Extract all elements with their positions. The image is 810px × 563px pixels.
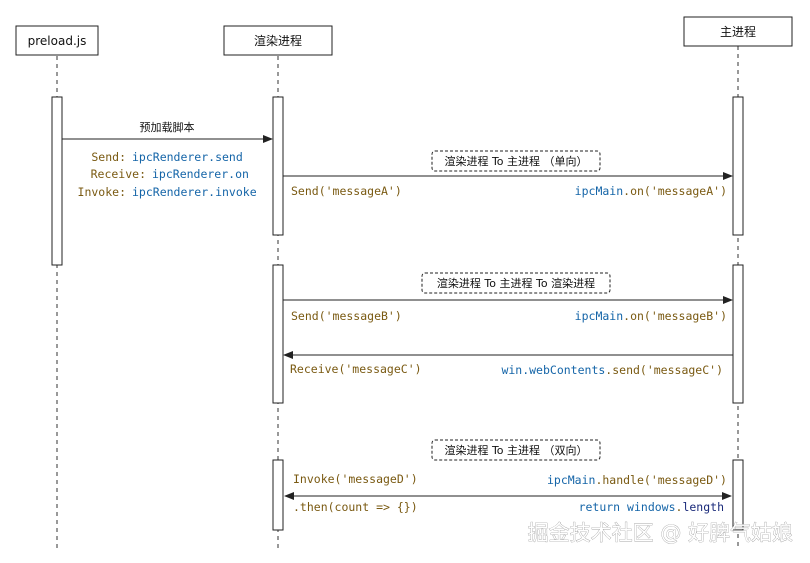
renderer-invoke-d: Invoke('messageD') — [293, 472, 418, 486]
actor-preload: preload.js — [15, 25, 99, 56]
renderer-send-a: Send('messageA') — [291, 184, 402, 198]
activation-main-3 — [732, 459, 744, 531]
main-on-a: ipcMain.on('messageA') — [575, 184, 727, 198]
api-send-key: Send: — [91, 150, 126, 164]
api-list: Send: ipcRenderer.send Receive: ipcRende… — [78, 150, 257, 199]
section-b: 渲染进程 To 主进程 To 渲染进程 Send('messageB') ipc… — [283, 272, 733, 377]
main-send-c: win.webContents.send('messageC') — [501, 363, 723, 377]
section-b-note: 渲染进程 To 主进程 To 渲染进程 — [437, 276, 595, 290]
section-a: 渲染进程 To 主进程 （单向） Send('messageA') ipcMai… — [283, 150, 733, 198]
activation-main-2 — [732, 264, 744, 404]
main-handle-d: ipcMain.handle('messageD') — [547, 473, 727, 487]
watermark: 掘金技术社区 @ 好脾气姑娘 — [528, 521, 793, 545]
main-return: return windows.length — [579, 500, 724, 514]
section-c-note: 渲染进程 To 主进程 （双向） — [444, 443, 587, 457]
actor-renderer: 渲染进程 — [223, 25, 333, 56]
activation-renderer-2 — [272, 264, 284, 404]
api-send-value: ipcRenderer.send — [132, 150, 243, 164]
actor-preload-label: preload.js — [28, 34, 87, 48]
activation-renderer-1 — [272, 96, 284, 236]
actor-main: 主进程 — [683, 16, 793, 47]
actor-main-label: 主进程 — [720, 24, 756, 39]
renderer-send-b: Send('messageB') — [291, 309, 402, 323]
section-a-note: 渲染进程 To 主进程 （单向） — [444, 154, 587, 168]
api-invoke-key: Invoke: — [78, 185, 126, 199]
section-c: 渲染进程 To 主进程 （双向） Invoke('messageD') ipcM… — [284, 439, 732, 514]
api-receive-value: ipcRenderer.on — [152, 167, 249, 181]
renderer-then: .then(count => {}) — [293, 500, 418, 514]
preload-arrow-label: 预加载脚本 — [140, 120, 195, 134]
actor-renderer-label: 渲染进程 — [254, 33, 302, 48]
renderer-receive-c: Receive('messageC') — [290, 362, 422, 376]
activation-main-1 — [732, 96, 744, 236]
activation-preload — [51, 96, 63, 266]
api-receive-key: Receive: — [91, 167, 146, 181]
main-on-b: ipcMain.on('messageB') — [575, 309, 727, 323]
api-invoke-value: ipcRenderer.invoke — [132, 185, 257, 199]
activation-renderer-3 — [272, 459, 284, 531]
